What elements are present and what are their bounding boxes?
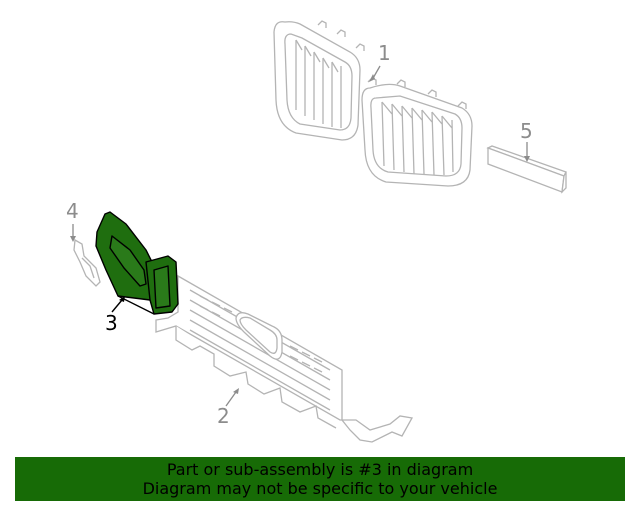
part-info-banner: Part or sub-assembly is #3 in diagram Di…	[15, 457, 625, 501]
part-1-kidney-grille[interactable]	[273, 20, 473, 187]
banner-line-disclaimer: Diagram may not be specific to your vehi…	[142, 479, 498, 498]
callout-4[interactable]: 4	[66, 199, 79, 223]
callout-1[interactable]: 1	[378, 41, 391, 65]
callout-5[interactable]: 5	[520, 119, 533, 143]
part-4-small-bracket[interactable]	[73, 238, 101, 287]
part-3-air-duct-bracket[interactable]	[95, 211, 179, 315]
part-2-lower-grille-panel[interactable]	[155, 274, 414, 443]
callout-3[interactable]: 3	[105, 311, 118, 335]
callout-2[interactable]: 2	[217, 404, 230, 428]
banner-line-part-number: Part or sub-assembly is #3 in diagram	[166, 460, 474, 479]
